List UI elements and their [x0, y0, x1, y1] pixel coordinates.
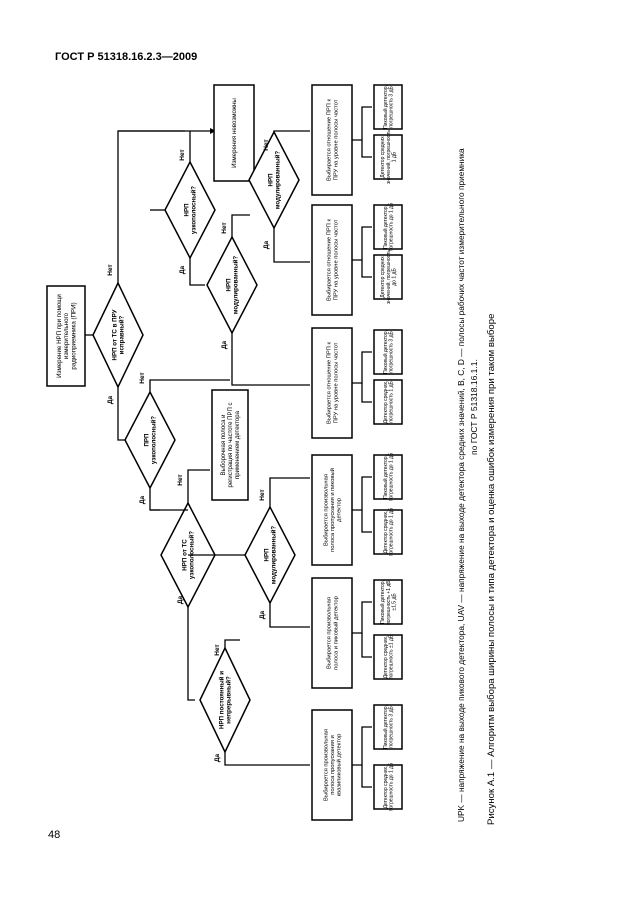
document-header: ГОСТ Р 51318.16.2.3—2009 — [55, 51, 198, 63]
select-narrow-3-text: Выбирается отношение ПРП кПРУ на уровне … — [327, 342, 340, 424]
label-mod1-no: Нет — [221, 222, 228, 233]
label-ic-yes: Да — [107, 395, 114, 404]
decision-ic-text: НРП от ТС в ПРУисправный? — [112, 309, 126, 360]
flow-nrp-tc-no — [187, 469, 210, 503]
label-mod1-yes: Да — [221, 340, 228, 349]
start-box — [46, 285, 86, 387]
flow-err-3-b — [361, 510, 372, 533]
flow-mod3-yes — [269, 603, 310, 628]
figure-note-line-2: по ГОСТ Р 51318.16.1.1. — [469, 359, 479, 455]
error-box-11-box — [373, 764, 403, 810]
error-box-10-box — [373, 704, 403, 750]
flow-err-2-b — [361, 383, 372, 403]
error-box-4-box — [373, 329, 403, 375]
label-nrp-tc-no: Нет — [177, 474, 184, 485]
flow-err-2-a — [352, 351, 372, 384]
error-box-0-text: Пиковый детектор,погрешность 3 дБ — [382, 85, 395, 129]
flow-err-0-a — [352, 106, 372, 141]
error-box-3-text: Детектор среднихзначений, погрешностьдо … — [380, 250, 398, 304]
select-narrow-3-box — [311, 327, 353, 439]
label-ic-no: Нет — [107, 264, 114, 275]
error-box-4-text: Пиковый детектор,погрешность 3 дБ — [382, 330, 395, 374]
select-b3-text: Выбирается произвольнаяполоса пропускани… — [323, 729, 342, 801]
label-mod2-no: Нет — [263, 139, 270, 150]
select-narrow-1-text: Выбирается отношение ПРП кПРУ на уровне … — [327, 99, 340, 181]
flow-prp-no — [149, 379, 230, 392]
error-box-5-box — [373, 379, 403, 425]
flow-mod3-no — [269, 477, 310, 507]
error-box-8-box — [373, 579, 403, 625]
flow-nrp-tc-yes — [187, 607, 195, 701]
flow-err-5-a — [352, 726, 372, 766]
select-narrow-2-box — [311, 204, 353, 316]
flow-mod1-yes — [231, 333, 310, 386]
error-box-7-text: Детектор средних,погрешность до 1 дБ — [383, 507, 395, 556]
flow-err-1-b — [361, 260, 372, 278]
error-box-1-box — [373, 134, 403, 180]
error-box-2-text: Пиковый детектор,погрешность до 1 дБ — [382, 202, 395, 251]
error-box-8-text: Пиковый детектор,погрешность +1 дБ,±1,5 … — [379, 579, 398, 625]
select-b1-text: Выбирается произвольнаяполоса пропускани… — [323, 468, 342, 552]
arrow-ic-no — [210, 128, 216, 134]
flow-mod1-no — [231, 214, 250, 237]
error-box-9-box — [373, 634, 403, 680]
select-narrow-2-text: Выбирается отношение ПРП кПРУ на уровне … — [327, 219, 340, 301]
label-prp-no: Нет — [139, 372, 146, 383]
decision-mod1-text: НРПмодулированный? — [226, 256, 240, 315]
label-mod3-yes: Да — [259, 610, 266, 619]
flow-long-yes — [224, 752, 310, 766]
select-b1-box — [311, 454, 353, 566]
flow-err-5-b — [361, 765, 372, 788]
error-box-0-box — [373, 84, 403, 130]
label-long-yes: Да — [214, 753, 221, 762]
flow-wide-yes — [189, 258, 205, 286]
label-prp-yes: Да — [139, 495, 146, 504]
error-box-2-box — [373, 204, 403, 250]
measure-end-text: Измерения невозможны — [231, 98, 238, 168]
error-box-9-text: Детектор средних,погрешность ±1 дБ — [383, 634, 395, 679]
select-prp-text: Выборочная полоса ирегистрация по частот… — [221, 403, 241, 488]
flow-prp-yes — [149, 488, 160, 511]
select-narrow-1-box — [311, 84, 353, 196]
error-box-1-text: Детектор среднихзначений, погрешность1 д… — [380, 130, 398, 184]
flow-err-4-a — [352, 601, 372, 634]
decision-wide-text: НРПузкополосный? — [184, 186, 198, 234]
error-box-7-box — [373, 509, 403, 555]
flow-ic-yes — [117, 387, 125, 441]
figure-caption: Рисунок А.1 — Алгоритм выбора ширины пол… — [486, 313, 497, 825]
error-box-6-box — [373, 454, 403, 500]
decision-mod2-text: НРПмодулированный? — [268, 151, 282, 210]
decision-long-text: НРП постоянный инепрерывный? — [219, 671, 233, 729]
error-box-11-text: Детектор средних,погрешность до 1 дБ — [383, 762, 395, 811]
label-long-no: Нет — [214, 644, 221, 655]
page-number: 48 — [48, 829, 61, 841]
flow-err-0-b — [361, 140, 372, 158]
figure-note-line-1: UPK — напряжение на выходе пикового дете… — [456, 148, 466, 822]
label-mod2-yes: Да — [263, 240, 270, 249]
flow-mod2-no — [273, 130, 310, 132]
error-box-5-text: Детектор средних,погрешность 1 дБ — [383, 380, 395, 423]
error-box-6-text: Пиковый детектор,погрешность до 1 дБ — [382, 452, 395, 501]
flow-mod2-yes — [273, 228, 310, 263]
flow-err-4-b — [361, 633, 372, 658]
label-nrp-tc-yes: Да — [177, 595, 184, 604]
select-prp-box — [211, 389, 249, 501]
label-wide-yes: Да — [179, 265, 186, 274]
error-box-10-text: Пиковый детектор,погрешность 3 дБ — [382, 705, 395, 749]
select-b3-box — [311, 709, 353, 821]
start-text: Измерение НРП при помощиизмерительногора… — [56, 294, 77, 378]
decision-prp-text: ПРПузкополосный? — [144, 416, 158, 464]
select-b2-box — [311, 577, 353, 689]
label-wide-no: Нет — [179, 149, 186, 160]
flow-long-no — [224, 639, 240, 648]
error-box-3-box — [373, 254, 403, 300]
flow-err-3-a — [352, 476, 372, 511]
flow-err-1-a — [352, 226, 372, 261]
measure-end-box — [213, 84, 255, 182]
label-mod3-no: Нет — [259, 489, 266, 500]
select-b2-text: Выбирается произвольнаяполоса и пиковый … — [327, 596, 340, 670]
decision-mod3-text: НРПмодулированный? — [264, 526, 278, 585]
